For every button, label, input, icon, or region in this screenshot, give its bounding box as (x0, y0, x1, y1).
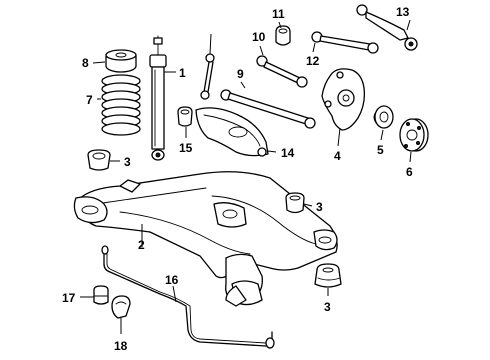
wheel-bearing (373, 105, 394, 129)
wheel-carrier (321, 68, 366, 131)
callout-3-lower: 3 (324, 300, 331, 314)
callout-17: 17 (62, 291, 76, 305)
toe-link (256, 55, 308, 88)
stabilizer-link (200, 53, 215, 100)
callout-1: 1 (179, 66, 186, 80)
stabilizer-clamp (111, 295, 131, 319)
stabilizer-bar (101, 245, 275, 349)
callout-12: 12 (306, 54, 320, 68)
coil-spring (101, 74, 141, 136)
upper-control-arm (311, 31, 379, 54)
wheel-hub (399, 118, 429, 152)
callout-7: 7 (86, 93, 93, 107)
callout-3-left: 3 (124, 155, 131, 169)
rear-subframe (73, 171, 338, 307)
callout-6: 6 (406, 165, 413, 179)
lower-link (220, 89, 316, 129)
spring-seat (105, 49, 137, 73)
shock-absorber (149, 35, 167, 161)
stabilizer-bushing (93, 285, 109, 305)
lower-control-arm (195, 107, 269, 157)
subframe-mount-right (285, 192, 305, 214)
callout-16: 16 (165, 273, 179, 287)
callout-14: 14 (281, 146, 295, 160)
callout-2: 2 (138, 238, 145, 252)
callout-4: 4 (334, 149, 341, 163)
callout-8: 8 (82, 56, 89, 70)
mount-bushing-left (87, 149, 111, 171)
callout-18: 18 (114, 339, 128, 353)
control-arm-bushing (275, 25, 291, 46)
callout-5: 5 (377, 143, 384, 157)
leader-lines (80, 19, 412, 334)
callout-13: 13 (396, 5, 410, 19)
callout-15: 15 (179, 141, 193, 155)
callout-9: 9 (237, 67, 244, 81)
callout-3-right: 3 (316, 200, 323, 214)
subframe-mount-lower (314, 263, 342, 288)
callout-11: 11 (272, 7, 285, 21)
callout-10: 10 (252, 30, 266, 44)
lower-arm-bushing (177, 106, 193, 127)
callout-labels: 1 2 3 3 3 4 5 6 7 8 9 10 11 12 13 14 15 … (62, 5, 413, 353)
camber-arm (356, 4, 418, 51)
